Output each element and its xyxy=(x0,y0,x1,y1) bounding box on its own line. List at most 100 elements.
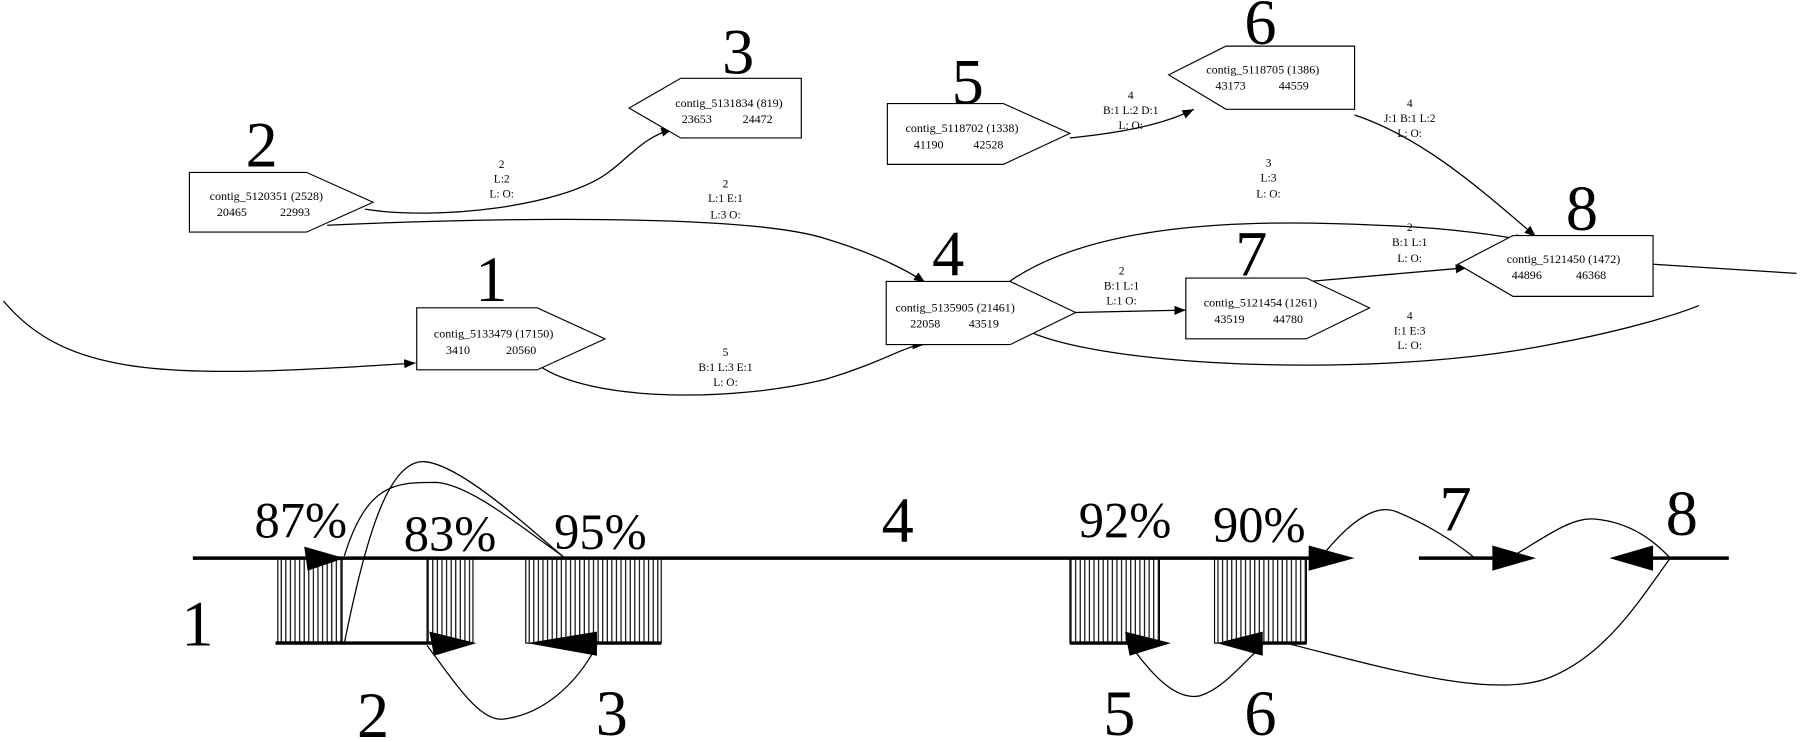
edge-6-8 xyxy=(1354,114,1537,238)
svg-text:B:1 L:1: B:1 L:1 xyxy=(1392,237,1428,249)
edge-label-6-8: 4 J:1 B:1 L:2 L: O: xyxy=(1384,98,1436,140)
link-7-8 xyxy=(1514,518,1671,559)
node-3[interactable]: 3 contig_5131834 (819) 23653 24472 xyxy=(627,17,802,139)
graph-edges xyxy=(2,108,1797,396)
edge-5-6 xyxy=(1069,108,1195,139)
svg-text:2: 2 xyxy=(723,178,729,190)
contig-label-6: 6 xyxy=(1244,678,1276,742)
svg-text:20465: 20465 xyxy=(217,205,247,219)
arrowhead-2 xyxy=(429,631,477,656)
overlap-block-6-4 xyxy=(1213,557,1307,644)
svg-text:2: 2 xyxy=(246,110,278,181)
svg-text:22993: 22993 xyxy=(280,205,310,219)
svg-text:22058: 22058 xyxy=(910,316,940,330)
node-8[interactable]: 8 contig_5121450 (1472) 44896 46368 xyxy=(1456,173,1654,297)
contig-label-3: 3 xyxy=(596,678,628,742)
svg-text:2: 2 xyxy=(1407,222,1413,234)
identity-pct-1: 87% xyxy=(254,492,347,548)
svg-text:4: 4 xyxy=(932,219,964,290)
svg-text:contig_5131834 (819): contig_5131834 (819) xyxy=(675,96,782,110)
svg-text:44559: 44559 xyxy=(1279,79,1309,93)
node-4[interactable]: 4 contig_5135905 (21461) 22058 43519 xyxy=(885,219,1077,346)
alignment-diagram: 87% 83% 95% 92% 90% 1 2 3 4 5 6 7 8 xyxy=(181,461,1729,742)
node-1[interactable]: 1 contig_5133479 (17150) 3410 20560 xyxy=(416,244,607,371)
svg-text:contig_5120351 (2528): contig_5120351 (2528) xyxy=(210,189,323,203)
svg-text:contig_5121450 (1472): contig_5121450 (1472) xyxy=(1507,252,1620,266)
svg-text:44780: 44780 xyxy=(1273,312,1303,326)
svg-text:L: O:: L: O: xyxy=(1397,340,1422,352)
svg-text:L: O:: L: O: xyxy=(1118,120,1143,132)
svg-text:contig_5133479 (17150): contig_5133479 (17150) xyxy=(434,327,553,341)
edge-label-4-8: 3 L:3 L: O: xyxy=(1256,158,1281,201)
edge-in-1 xyxy=(2,300,416,373)
edge-2-3 xyxy=(364,127,673,214)
svg-text:L: O:: L: O: xyxy=(1256,189,1281,201)
svg-text:46368: 46368 xyxy=(1576,268,1606,282)
svg-text:B:1 L:3 E:1: B:1 L:3 E:1 xyxy=(698,362,752,374)
svg-text:L:1 E:1: L:1 E:1 xyxy=(708,193,743,205)
overlap-block-2-4 xyxy=(426,557,474,644)
edge-label-5-6: 4 B:1 L:2 D:1 L: O: xyxy=(1103,90,1159,132)
link-1-3b xyxy=(343,481,563,557)
svg-text:contig_5118705 (1386): contig_5118705 (1386) xyxy=(1206,63,1319,77)
edge-label-4-7: 2 B:1 L:1 L:1 O: xyxy=(1104,266,1140,308)
svg-text:3410: 3410 xyxy=(446,343,470,357)
arrowhead-7 xyxy=(1492,545,1536,571)
contig-label-1: 1 xyxy=(181,588,213,659)
svg-text:L: O:: L: O: xyxy=(713,377,738,389)
svg-text:B:1 L:1: B:1 L:1 xyxy=(1104,280,1140,292)
contig-label-8: 8 xyxy=(1666,478,1698,549)
link-1-3 xyxy=(343,461,566,644)
arrowhead-5 xyxy=(1125,631,1171,656)
svg-text:contig_5118702 (1338): contig_5118702 (1338) xyxy=(905,121,1018,135)
svg-text:44896: 44896 xyxy=(1512,268,1542,282)
node-6[interactable]: 6 contig_5118705 (1386) 43173 44559 xyxy=(1167,0,1356,110)
arrowhead-1 xyxy=(304,546,345,571)
svg-text:2: 2 xyxy=(1119,266,1125,278)
svg-text:43519: 43519 xyxy=(969,316,999,330)
edge-label-2-3: 2 L:2 L: O: xyxy=(489,159,514,201)
svg-text:L: O:: L: O: xyxy=(489,189,514,201)
svg-text:4: 4 xyxy=(1407,98,1413,110)
svg-text:L: O:: L: O: xyxy=(1397,128,1422,140)
arrowhead-6 xyxy=(1216,631,1263,656)
svg-text:2: 2 xyxy=(499,159,505,171)
overlap-block-3-4 xyxy=(525,557,662,644)
node-7[interactable]: 7 contig_5121454 (1261) 43519 44780 xyxy=(1185,219,1371,340)
overlap-block-5-4 xyxy=(1069,557,1161,644)
svg-text:3: 3 xyxy=(1266,158,1272,170)
svg-text:5: 5 xyxy=(723,347,729,359)
link-4-7 xyxy=(1325,509,1476,559)
edge-2-4 xyxy=(327,218,926,284)
graph-nodes: 1 contig_5133479 (17150) 3410 20560 2 co… xyxy=(188,0,1654,371)
node-5[interactable]: 5 contig_5118702 (1338) 41190 42528 xyxy=(886,47,1072,165)
edge-7-8 xyxy=(1308,264,1468,283)
svg-text:42528: 42528 xyxy=(973,137,1003,151)
svg-text:L:1 O:: L:1 O: xyxy=(1106,295,1136,307)
svg-text:L:3 O:: L:3 O: xyxy=(710,209,740,221)
svg-text:J:1 B:1 L:2: J:1 B:1 L:2 xyxy=(1384,113,1436,125)
svg-text:L: O:: L: O: xyxy=(1397,253,1422,265)
node-2[interactable]: 2 contig_5120351 (2528) 20465 22993 xyxy=(188,110,375,233)
edge-8-out xyxy=(1653,263,1797,275)
edge-4-7 xyxy=(1074,305,1186,315)
svg-text:43519: 43519 xyxy=(1214,312,1244,326)
edge-4-out xyxy=(1024,304,1700,366)
edge-label-4-out: 4 I:1 E:3 L: O: xyxy=(1394,310,1426,352)
contig-label-5: 5 xyxy=(1103,678,1135,742)
svg-text:L:2: L:2 xyxy=(494,174,510,186)
svg-text:1: 1 xyxy=(475,244,507,315)
identity-pct-2: 83% xyxy=(404,506,497,562)
edge-label-2-4: 2 L:1 E:1 L:3 O: xyxy=(708,178,743,221)
identity-pct-5: 92% xyxy=(1079,492,1172,548)
svg-text:4: 4 xyxy=(1128,90,1134,102)
svg-text:contig_5135905 (21461): contig_5135905 (21461) xyxy=(895,300,1014,314)
edge-1-4 xyxy=(541,340,925,396)
svg-text:B:1 L:2 D:1: B:1 L:2 D:1 xyxy=(1103,105,1159,117)
edge-label-1-4: 5 B:1 L:3 E:1 L: O: xyxy=(698,347,752,389)
identity-pct-6: 90% xyxy=(1213,497,1306,553)
arrowhead-8 xyxy=(1609,545,1654,571)
link-2-3 xyxy=(426,644,598,720)
identity-pct-3: 95% xyxy=(554,504,647,560)
